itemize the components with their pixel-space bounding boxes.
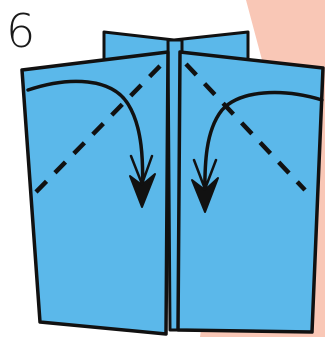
left-fold-line <box>34 64 162 194</box>
step-number: 6 <box>6 4 35 58</box>
left-panel <box>20 50 170 336</box>
curved-arrow-down-icon <box>26 79 156 208</box>
curved-arrow-down-icon <box>191 90 324 213</box>
right-fold-line <box>184 62 307 192</box>
